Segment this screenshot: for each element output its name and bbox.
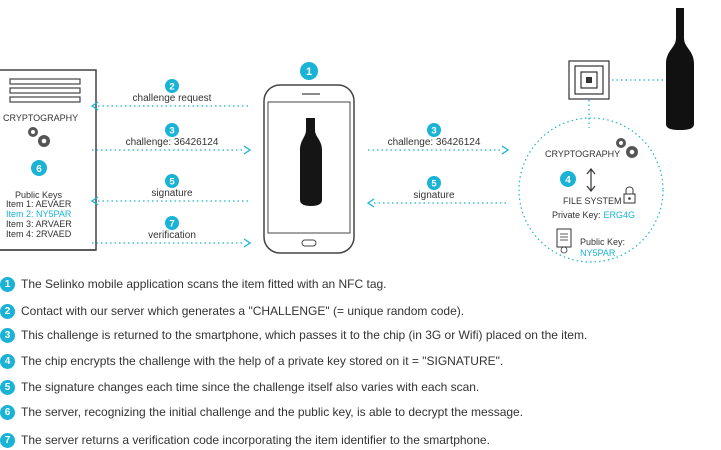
flow-label: verification (148, 230, 196, 241)
step-item: 1 The Selinko mobile application scans th… (0, 275, 387, 293)
flow-step-number: 2 (169, 82, 174, 93)
arrowhead-icon (501, 145, 510, 155)
step-item: 2 Contact with our server which generates… (0, 302, 464, 320)
lock-icon (623, 186, 636, 204)
public-key-value: NY5PAR (580, 248, 616, 258)
public-key-item: Item 2: NY5PAR (6, 209, 72, 219)
wine-bottle-icon (666, 8, 694, 130)
flow-step-badge (165, 174, 179, 188)
step-item: 4 The chip encrypts the challenge with th… (0, 352, 503, 370)
arrowhead-icon (243, 238, 252, 248)
step-text: This challenge is returned to the smartp… (21, 328, 588, 342)
step-item: 5 The signature changes each time since t… (0, 378, 479, 396)
server-step-number: 6 (36, 164, 42, 175)
arrowhead-icon (90, 101, 99, 111)
chip-step-number: 4 (565, 175, 571, 186)
server-vent-icon (9, 78, 81, 103)
smartphone (263, 84, 355, 254)
chip-gears-icon (616, 138, 638, 158)
private-key-label: Private Key:ERG4G (552, 210, 635, 220)
step-number-badge: 4 (0, 353, 15, 369)
public-key-item: Item 4: 2RVAED (6, 229, 72, 239)
step-text: Contact with our server which generates … (21, 304, 465, 318)
step-number-badge: 5 (0, 379, 15, 395)
phone-step-badge (300, 62, 318, 80)
flow-step-badge (165, 79, 179, 93)
flow-label: challenge: 36426124 (388, 137, 481, 148)
step-text: The signature changes each time since th… (21, 380, 480, 394)
step-item: 7 The server returns a verification code … (0, 431, 490, 449)
arrowhead-icon (366, 198, 375, 208)
server-gears-icon (28, 127, 50, 147)
chip-step-badge (560, 171, 576, 187)
step-text: The chip encrypts the challenge with the… (21, 354, 504, 368)
chip-crypto-label: CRYPTOGRAPHY (545, 149, 620, 159)
document-icon (556, 228, 572, 254)
flow-step-badge (165, 123, 179, 137)
public-key-item: Item 3: ARVAER (6, 219, 72, 229)
step-text: The Selinko mobile application scans the… (21, 277, 387, 291)
flow-label: signature (151, 188, 193, 199)
server (0, 69, 97, 251)
chip-boundary (518, 117, 664, 263)
public-key-label: Public Key: (580, 237, 625, 247)
flow-label: signature (413, 190, 455, 201)
flow-step-badge (165, 216, 179, 230)
flow-step-badge (427, 176, 441, 190)
public-keys-title: Public Keys (15, 190, 63, 200)
public-key-item: Item 1: AEVAER (6, 199, 72, 209)
flow-label: challenge: 36426124 (126, 137, 219, 148)
step-number-badge: 3 (0, 327, 15, 343)
flow-step-number: 3 (169, 126, 174, 137)
flow-step-number: 3 (431, 126, 436, 137)
step-number-badge: 6 (0, 404, 15, 420)
phone-bottle-icon (300, 118, 322, 206)
arrowhead-icon (90, 196, 99, 206)
step-number-badge: 7 (0, 432, 15, 448)
server-step-badge (31, 160, 47, 176)
step-item: 3 This challenge is returned to the smart… (0, 326, 587, 344)
two-way-arrow-icon (586, 168, 596, 192)
step-text: The server returns a verification code i… (21, 433, 490, 447)
step-item: 6 The server, recognizing the initial cha… (0, 403, 523, 421)
step-number-badge: 1 (0, 276, 15, 292)
nfc-tag-icon (568, 60, 610, 100)
flow-step-number: 5 (431, 179, 437, 190)
phone-home-button-icon (301, 239, 317, 247)
arrowhead-icon (243, 145, 252, 155)
phone-step-number: 1 (306, 66, 312, 78)
file-system-label: FILE SYSTEM (563, 196, 622, 206)
server-crypto-label: CRYPTOGRAPHY (3, 113, 78, 123)
flow-step-badge (427, 123, 441, 137)
flow-label: challenge request (133, 93, 212, 104)
authentication-diagram: CRYPTOGRAPHY 6 Public Keys Item 1: AEVAE… (0, 8, 694, 263)
step-text: The server, recognizing the initial chal… (21, 405, 524, 419)
step-number-badge: 2 (0, 303, 15, 319)
flow-step-number: 7 (169, 219, 174, 230)
flow-step-number: 5 (169, 177, 175, 188)
